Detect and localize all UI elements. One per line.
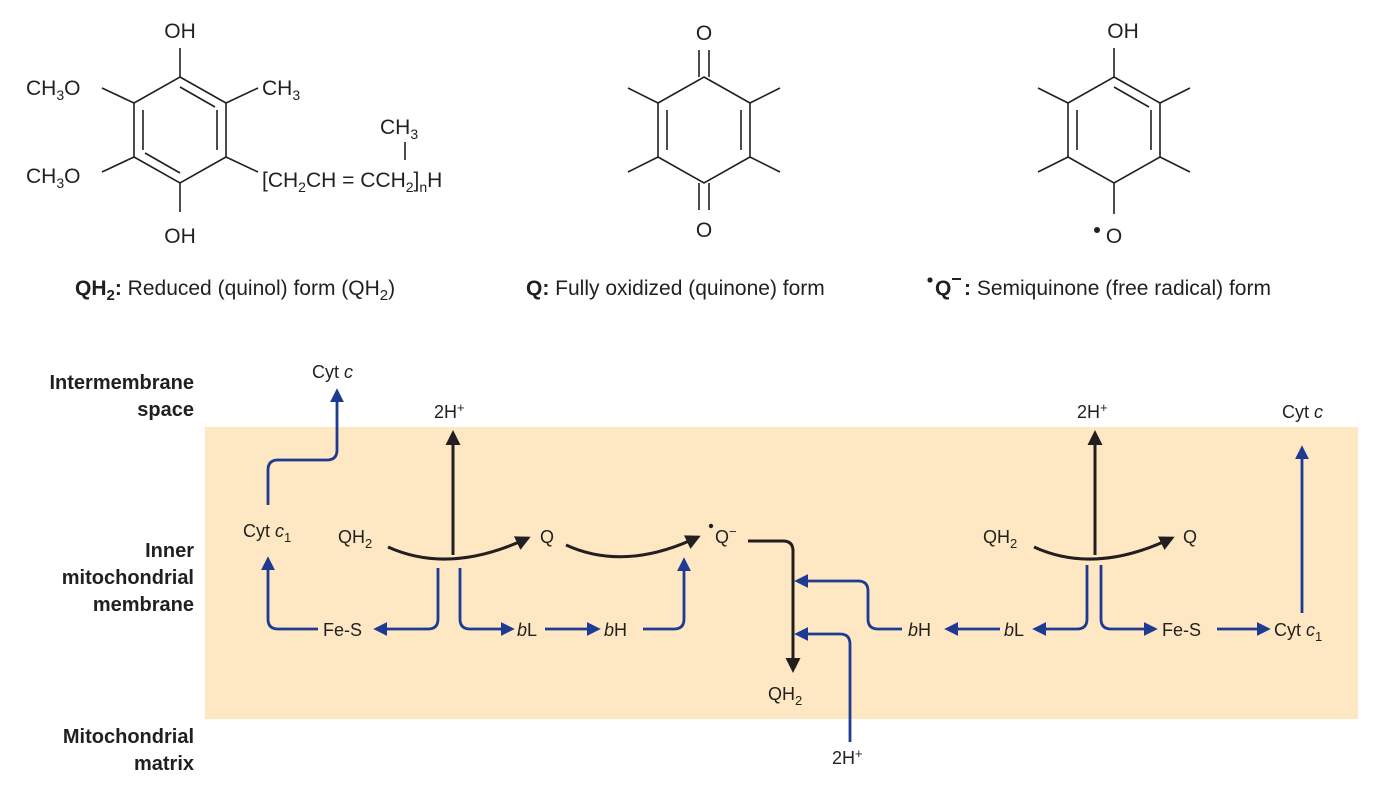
region-intermembrane-2: space [137,399,194,421]
semiquinone-oh-top: OH [1107,20,1139,43]
label-bl-right: bL [1004,620,1024,640]
qh2-structure: OH OH CH3O CH3O CH3 CH3 [CH2CH = CCH2]nH… [26,20,442,304]
svg-text:Q: Q [935,277,951,300]
qh2-methoxy-bottom: CH3O [26,165,80,191]
qh2-side-chain: [CH2CH = CCH2]nH [262,169,442,195]
region-labels: Intermembrane space Inner mitochondrial … [50,372,195,775]
region-inner-1: Inner [145,540,194,562]
left-quinone-paths [387,430,801,673]
arrow-qh2-to-fes-right [1099,565,1158,636]
region-inner-2: mitochondrial [62,567,194,589]
qh2-methoxy-top: CH3O [26,77,80,103]
arrow-q-to-semiquinone [565,535,701,559]
right-quinone-paths [1033,430,1175,561]
arrow-qh2-to-bl-right [1032,565,1089,636]
region-matrix-1: Mitochondrial [63,726,194,748]
semiquinone-o-bottom: O [1106,225,1122,248]
qh2-chain-methyl: CH3 [380,116,418,142]
qh2-oh-top: OH [164,20,196,43]
center-electron-paths [794,574,902,742]
arrow-qh2-to-fes-left [373,568,440,636]
qh2-oh-bottom: OH [164,225,196,248]
arrow-semiquinone-to-qh2 [748,539,801,673]
q-o-bottom: O [696,219,712,242]
label-2h-left: 2H+ [434,400,465,422]
label-fes-left: Fe-S [323,620,362,640]
arrow-fes-to-cytc1-left [261,556,318,631]
label-2h-right: 2H+ [1077,400,1108,422]
arrow-qh2-to-bl-left [458,568,515,636]
label-cyt-c-left: Cyt c [312,362,353,382]
region-inner-3: membrane [93,594,194,616]
arrow-qh2-to-q-right [1033,536,1175,561]
arrow-cytc1-to-cytc-left [266,388,344,505]
inner-membrane-band [205,427,1358,719]
qh2-ring [101,48,406,212]
q-caption: Q: Fully oxidized (quinone) form [526,277,825,300]
left-electron-paths [261,388,691,636]
label-q-right: Q [1183,527,1197,547]
label-bl-left: bL [517,620,537,640]
label-fes-right: Fe-S [1162,620,1201,640]
q-structure: O O Q: Fully oxidized (quinone) form [526,22,825,300]
region-intermembrane-1: Intermembrane [50,372,195,394]
q-ring [627,50,781,210]
label-cyt-c-right: Cyt c [1282,402,1323,422]
qh2-methyl: CH3 [262,77,300,103]
region-matrix-2: matrix [134,753,194,775]
qh2-caption: QH2: Reduced (quinol) form (QH2) [75,277,395,304]
semiquinone-ring [1037,48,1191,233]
label-bh-right: bH [908,620,931,640]
semiquinone-caption: Q : Semiquinone (free radical) form [927,277,1271,300]
arrow-bh-right-to-reduction [794,574,902,631]
q-o-top: O [696,22,712,45]
arrow-qh2-to-q-left [387,536,531,561]
label-2h-matrix: 2H+ [832,746,863,768]
label-q-left: Q [540,527,554,547]
arrow-bh-to-semiquinone [643,557,691,631]
arrow-matrix-protons-in [794,627,852,742]
right-electron-paths [944,445,1309,636]
semiquinone-structure: OH O Q : Semiquinone (free radical) form [927,20,1271,300]
label-bh-left: bH [604,620,627,640]
svg-text:: Semiquinone (free radical) f: : Semiquinone (free radical) form [964,277,1271,300]
